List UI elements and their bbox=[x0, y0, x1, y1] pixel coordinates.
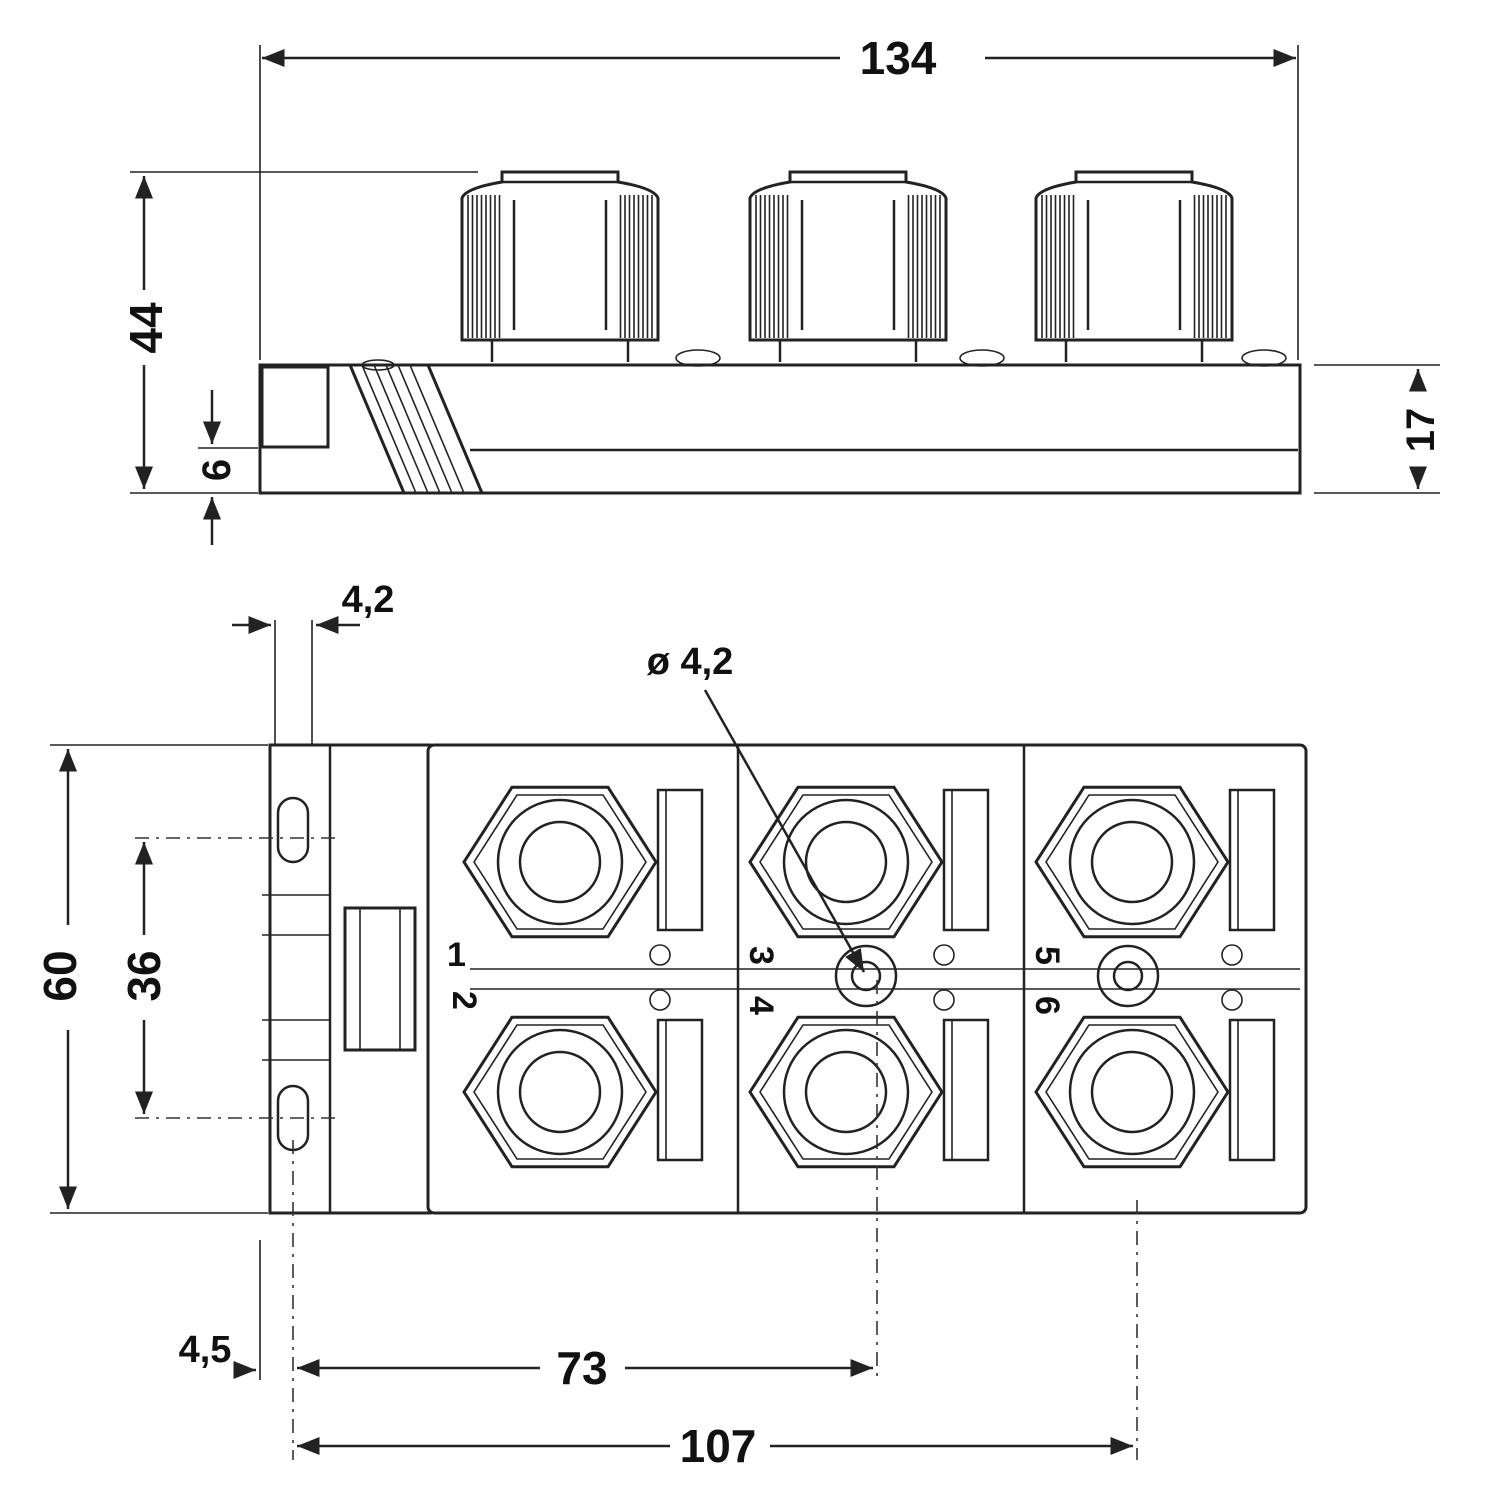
dim-slot-4-2: 4,2 bbox=[232, 579, 394, 745]
dim-height-60-label: 60 bbox=[34, 950, 86, 1001]
dim-spacing-36: 36 bbox=[118, 842, 170, 1114]
top-view: 1 2 3 4 5 6 4,2 ø 4,2 60 bbox=[34, 579, 1308, 1472]
dim-slot-label: 4,2 bbox=[342, 579, 395, 621]
side-connector bbox=[460, 170, 660, 362]
hex-port bbox=[748, 785, 990, 939]
dim-hole-diameter: ø 4,2 bbox=[647, 641, 866, 973]
dim-pitch-107: 107 bbox=[297, 1420, 1133, 1472]
port-label-1: 1 bbox=[447, 936, 466, 974]
side-view: 134 44 bbox=[120, 32, 1443, 545]
side-end-block bbox=[260, 365, 330, 449]
mount-hole-1 bbox=[834, 944, 898, 1008]
side-connector bbox=[748, 170, 948, 362]
dim-base-17: 17 bbox=[1314, 364, 1443, 494]
dim-foot-label: 6 bbox=[195, 459, 239, 481]
dim-offset-4-5: 4,5 bbox=[179, 1240, 261, 1380]
side-ribs bbox=[347, 359, 485, 495]
center-clip bbox=[343, 906, 417, 1052]
hex-port bbox=[1034, 785, 1276, 939]
side-connector bbox=[1034, 170, 1234, 362]
dim-width-134: 134 bbox=[262, 32, 1296, 84]
dim-spacing-label: 36 bbox=[118, 950, 170, 1001]
side-connectors bbox=[460, 170, 1234, 362]
dim-offset-label: 4,5 bbox=[179, 1329, 232, 1371]
dim-height-label: 44 bbox=[120, 302, 172, 354]
dim-pitch-b-label: 107 bbox=[680, 1420, 757, 1472]
dim-width-label: 134 bbox=[860, 32, 937, 84]
dim-height-44: 44 bbox=[120, 171, 478, 494]
top-ports bbox=[462, 785, 1276, 1169]
port-label-2: 2 bbox=[445, 991, 483, 1010]
dim-pitch-a-label: 73 bbox=[556, 1342, 607, 1394]
port-label-3: 3 bbox=[742, 946, 780, 965]
mount-hole-2 bbox=[1096, 944, 1160, 1008]
dim-foot-6: 6 bbox=[195, 390, 258, 545]
hex-port bbox=[462, 785, 704, 939]
port-label-4: 4 bbox=[742, 996, 780, 1015]
mount-slot-top bbox=[276, 796, 310, 864]
dim-base-label: 17 bbox=[1399, 408, 1443, 453]
hex-port bbox=[1034, 1015, 1276, 1169]
hex-port bbox=[462, 1015, 704, 1169]
port-label-5: 5 bbox=[1028, 946, 1066, 965]
hex-port bbox=[748, 1015, 990, 1169]
dim-height-60: 60 bbox=[34, 744, 268, 1214]
dim-pitch-73: 73 bbox=[297, 1342, 873, 1394]
port-label-6: 6 bbox=[1028, 996, 1066, 1015]
dim-hole-label: ø 4,2 bbox=[647, 641, 734, 683]
